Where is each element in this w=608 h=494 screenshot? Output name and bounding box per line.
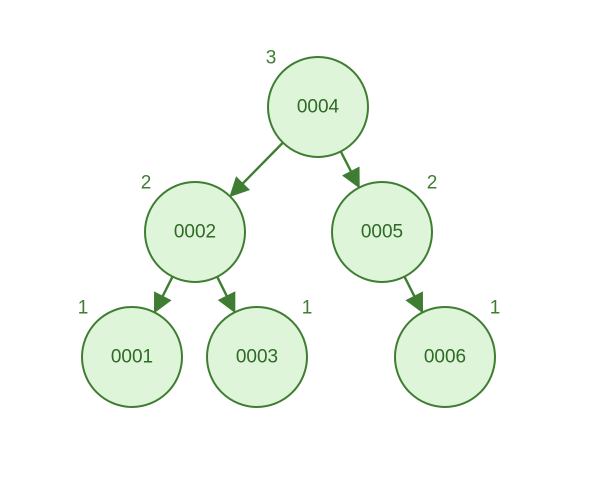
- node-circle: [81, 306, 183, 408]
- node-circle: [394, 306, 496, 408]
- arrow-head-icon: [342, 166, 360, 189]
- edge-line: [403, 276, 416, 297]
- node-label: 0001: [111, 347, 153, 368]
- edge-n4-n2: [229, 141, 284, 198]
- node-label: 0005: [361, 222, 403, 243]
- tree-node-0001: 0001 1: [78, 298, 183, 408]
- node-label: 0002: [174, 222, 216, 243]
- node-height-label: 3: [266, 48, 277, 69]
- edge-line: [241, 141, 284, 185]
- node-circle: [267, 56, 369, 158]
- node-height-label: 2: [141, 173, 152, 194]
- node-height-label: 1: [490, 298, 501, 319]
- node-label: 0003: [236, 347, 278, 368]
- edge-line: [161, 276, 174, 297]
- node-label: 0006: [424, 347, 466, 368]
- node-circle: [331, 181, 433, 283]
- node-circle: [206, 306, 308, 408]
- edge-line: [216, 276, 228, 297]
- edge-line: [339, 150, 353, 173]
- tree-node-0002: 0002 2: [141, 173, 246, 283]
- tree-node-0005: 0005 2: [331, 173, 438, 283]
- node-height-label: 2: [427, 173, 438, 194]
- tree-node-0004: 0004 3: [266, 48, 369, 158]
- arrow-head-icon: [229, 176, 251, 198]
- edge-n2-n3: [216, 276, 236, 314]
- node-height-label: 1: [78, 298, 89, 319]
- node-circle: [144, 181, 246, 283]
- edge-n2-n1: [154, 276, 174, 314]
- arrow-head-icon: [154, 291, 172, 314]
- node-height-label: 1: [302, 298, 313, 319]
- node-label: 0004: [297, 97, 340, 118]
- arrow-head-icon: [405, 291, 423, 314]
- tree-node-0006: 0006 1: [394, 298, 501, 408]
- arrow-head-icon: [217, 291, 236, 314]
- tree-node-0003: 0003 1: [206, 298, 313, 408]
- edge-n5-n6: [403, 276, 423, 314]
- edge-n4-n5: [339, 150, 360, 189]
